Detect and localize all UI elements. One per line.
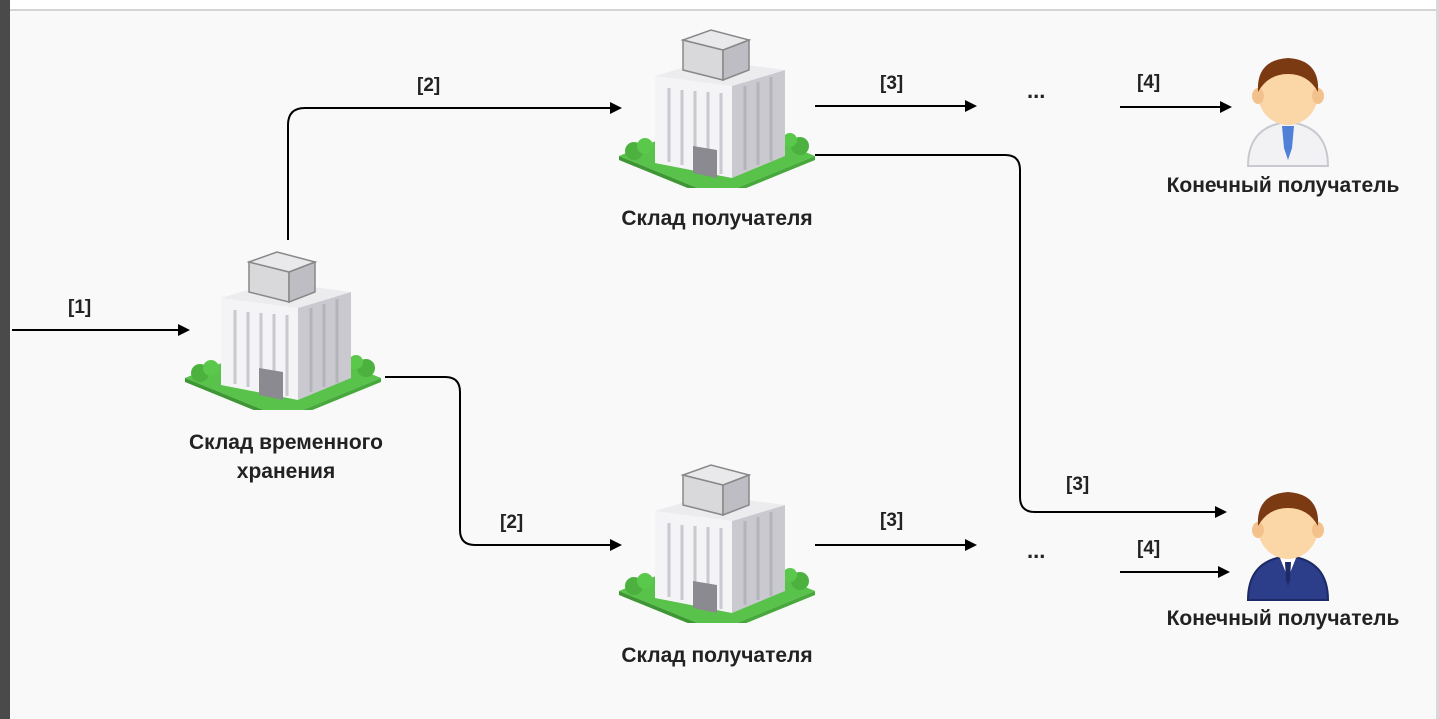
recipient-warehouse-bottom-label: Склад получателя [621, 644, 813, 667]
window-top-border [10, 0, 1439, 11]
recipient-warehouse-bottom-building-icon [617, 463, 817, 623]
edge-2-bottom-label: [2] [500, 512, 524, 533]
edge-4-top-label: [4] [1137, 72, 1161, 93]
edge-2-top-label: [2] [417, 75, 441, 96]
recipient-warehouse-top-building-icon [617, 28, 817, 188]
ellipsis-top: ... [1027, 78, 1046, 103]
recipient-warehouse-top-label: Склад получателя [621, 207, 813, 230]
edge-3-cross-label: [3] [1066, 474, 1090, 495]
edge-3-top-label: [3] [880, 73, 904, 94]
edge-2-bottom-line [385, 376, 622, 551]
edge-1-label: [1] [68, 297, 92, 318]
window-right-border [1436, 0, 1439, 719]
window-left-border [0, 0, 10, 719]
temp-warehouse-label: Склад временного хранения [189, 428, 383, 486]
edge-3-cross-line [815, 154, 1227, 518]
temp-warehouse-label-line2: хранения [236, 460, 336, 483]
temp-warehouse-building-icon [183, 250, 383, 410]
ellipsis-bottom: ... [1027, 538, 1046, 563]
edge-2-top-line [287, 102, 622, 240]
edge-3-bottom-label: [3] [880, 510, 904, 531]
edge-4-bottom-label: [4] [1137, 538, 1161, 559]
end-recipient-top-person-icon [1247, 57, 1329, 167]
temp-warehouse-label-line1: Склад временного [189, 431, 383, 454]
end-recipient-top-label: Конечный получатель [1166, 174, 1400, 197]
end-recipient-bottom-person-icon [1247, 491, 1329, 601]
end-recipient-bottom-label: Конечный получатель [1166, 607, 1400, 630]
